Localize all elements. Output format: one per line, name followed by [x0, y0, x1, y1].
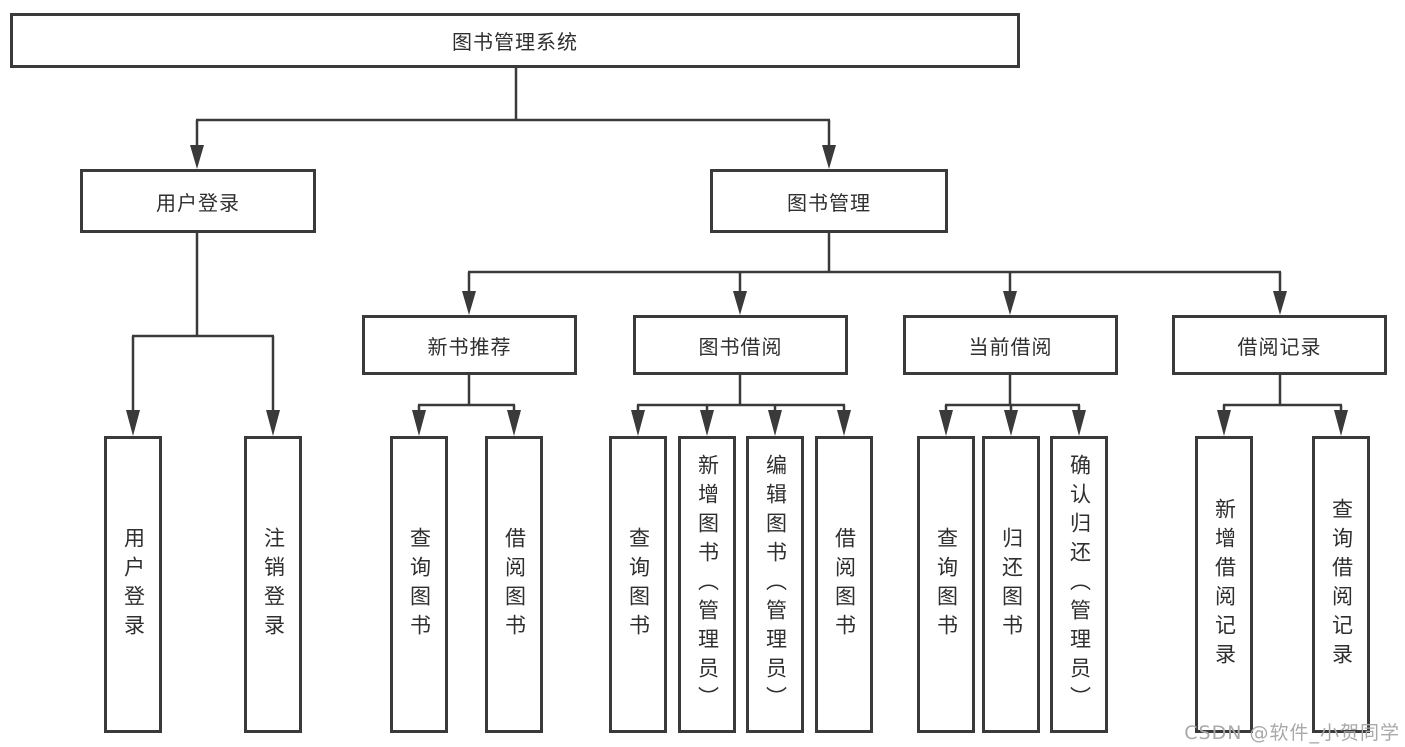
- node-borrowing-records: 借阅记录: [1172, 315, 1387, 375]
- node-book-management: 图书管理: [710, 169, 948, 233]
- leaf-logout-label: 注销登录: [261, 526, 286, 643]
- leaf-borrow-books: 借阅图书: [815, 436, 873, 733]
- node-borrowing-records-label: 借阅记录: [1237, 334, 1322, 359]
- leaf-add-borrow-record-label: 新增借阅记录: [1212, 497, 1237, 672]
- leaf-logout: 注销登录: [244, 436, 302, 733]
- leaf-return-books: 归还图书: [982, 436, 1040, 733]
- leaf-query-books-recommend: 查询图书: [390, 436, 448, 733]
- leaf-query-books-current: 查询图书: [917, 436, 975, 733]
- leaf-edit-books-admin: 编辑图书（管理员）: [746, 436, 804, 733]
- node-current-borrowing-label: 当前借阅: [968, 334, 1053, 359]
- node-user-login: 用户登录: [80, 169, 316, 233]
- node-user-login-label: 用户登录: [156, 190, 240, 215]
- leaf-query-books-borrow: 查询图书: [609, 436, 667, 733]
- leaf-add-books-admin: 新增图书（管理员）: [678, 436, 736, 733]
- leaf-return-books-label: 归还图书: [999, 526, 1024, 643]
- leaf-user-login: 用户登录: [104, 436, 162, 733]
- leaf-borrow-books-recommend: 借阅图书: [485, 436, 543, 733]
- leaf-query-borrow-record: 查询借阅记录: [1312, 436, 1370, 733]
- leaf-query-books-current-label: 查询图书: [934, 526, 959, 643]
- leaf-confirm-return-admin-label: 确认归还（管理员）: [1067, 454, 1092, 715]
- csdn-watermark: CSDN @软件_小贺同学: [1184, 722, 1400, 744]
- node-book-borrowing-label: 图书借阅: [698, 334, 783, 359]
- node-library-system: 图书管理系统: [10, 13, 1020, 68]
- node-library-system-label: 图书管理系统: [452, 30, 578, 54]
- leaf-add-books-admin-label: 新增图书（管理员）: [695, 454, 720, 715]
- leaf-query-books-recommend-label: 查询图书: [407, 526, 432, 643]
- node-new-book-recommendation: 新书推荐: [362, 315, 577, 375]
- leaf-borrow-books-recommend-label: 借阅图书: [502, 526, 527, 643]
- leaf-query-borrow-record-label: 查询借阅记录: [1329, 497, 1354, 672]
- node-current-borrowing: 当前借阅: [903, 315, 1118, 375]
- node-book-borrowing: 图书借阅: [633, 315, 848, 375]
- leaf-confirm-return-admin: 确认归还（管理员）: [1050, 436, 1108, 733]
- leaf-borrow-books-label: 借阅图书: [832, 526, 857, 643]
- leaf-add-borrow-record: 新增借阅记录: [1195, 436, 1253, 733]
- leaf-user-login-label: 用户登录: [121, 526, 146, 643]
- node-new-book-recommendation-label: 新书推荐: [427, 334, 512, 359]
- leaf-query-books-borrow-label: 查询图书: [626, 526, 651, 643]
- leaf-edit-books-admin-label: 编辑图书（管理员）: [763, 454, 788, 715]
- node-book-management-label: 图书管理: [787, 190, 871, 215]
